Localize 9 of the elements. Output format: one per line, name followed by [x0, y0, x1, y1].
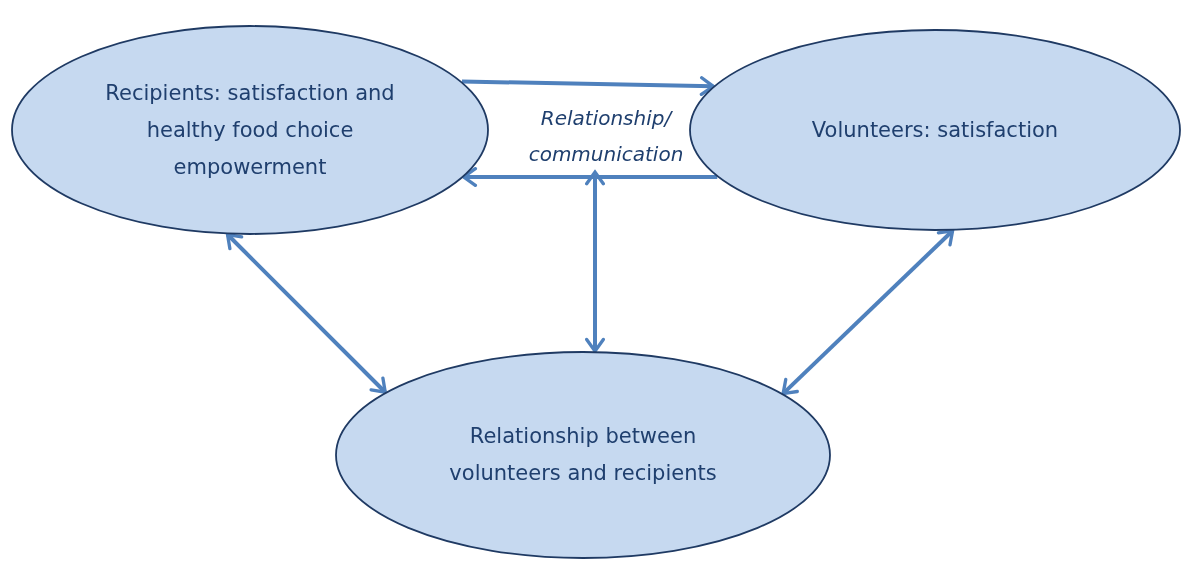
node-label: Volunteers: satisfaction: [810, 116, 1060, 144]
node-label: Relationship between volunteers and recipients: [448, 423, 718, 487]
node-label: Recipients: satisfaction and healthy food choice empowerment: [104, 79, 396, 181]
arrow: [462, 167, 718, 187]
arrow: [585, 170, 605, 353]
relationship-label: Relationship/ communication: [527, 105, 685, 168]
arrow: [781, 229, 955, 396]
arrow: [225, 232, 387, 394]
arrow: [461, 76, 715, 97]
